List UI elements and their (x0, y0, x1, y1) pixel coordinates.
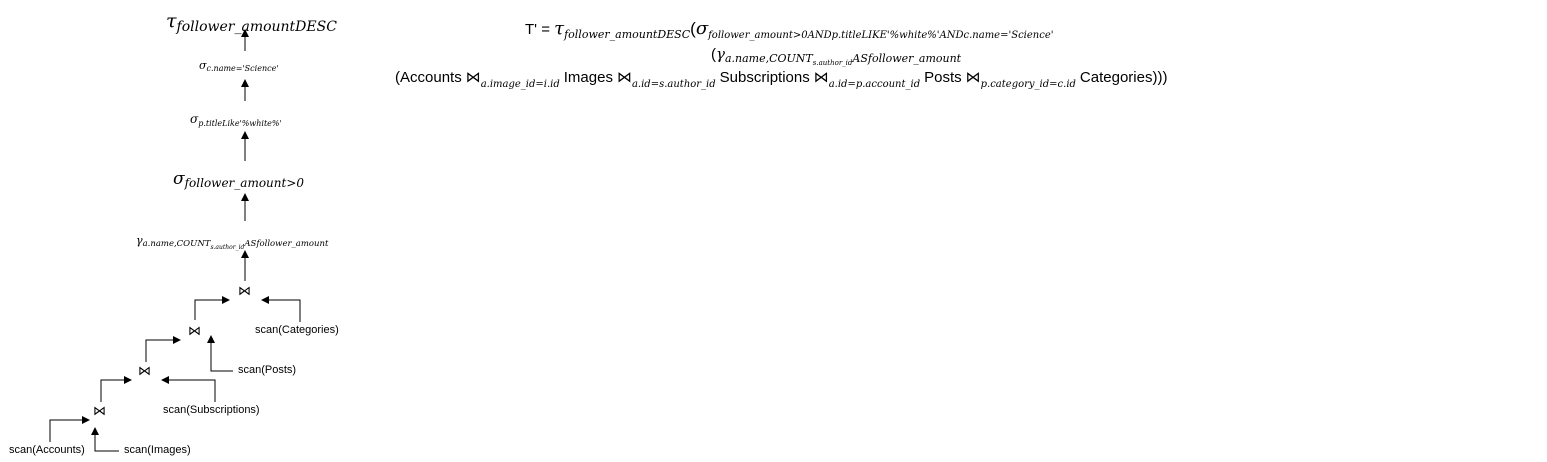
scan-categories: scan(Categories) (255, 324, 339, 336)
arrow-join1-to-join2 (100, 376, 132, 402)
arrow-subscriptions-to-join2 (161, 376, 216, 402)
join-node-1: ⋈ (93, 404, 106, 419)
arrow-join2-to-join3 (145, 336, 181, 362)
arrow-accounts-to-join1 (49, 416, 90, 442)
formula-line-1: T' = τfollower_amountDESC(σfollower_amou… (525, 18, 1054, 41)
node-sort: τfollower_amountDESC (166, 10, 337, 35)
node-select-category: σc.name='Science' (199, 59, 279, 73)
formula-line-2: (γa.name,COUNTs.author_idASfollower_amou… (711, 45, 962, 67)
join-node-4: ⋈ (238, 284, 251, 299)
scan-posts: scan(Posts) (238, 364, 297, 376)
scan-subscriptions: scan(Subscriptions) (163, 404, 260, 416)
arrow-posts-to-join3 (207, 335, 233, 372)
node-select-amount: σfollower_amount>0 (173, 169, 305, 190)
arrow-join3-to-join4 (194, 296, 230, 320)
formula-line-3: (Accounts ⋈a.image_id=i.id Images ⋈a.id=… (395, 68, 1168, 90)
join-node-3: ⋈ (188, 324, 201, 339)
arrow-categories-to-join4 (261, 296, 301, 322)
node-group: γa.name,COUNTs.author_idASfollower_amoun… (136, 234, 329, 251)
node-select-title: σp.titleLike'%white%' (190, 112, 282, 128)
join-node-2: ⋈ (138, 364, 151, 379)
scan-images: scan(Images) (124, 444, 191, 456)
arrow-images-to-join1 (91, 427, 119, 452)
scan-accounts: scan(Accounts) (9, 444, 85, 456)
